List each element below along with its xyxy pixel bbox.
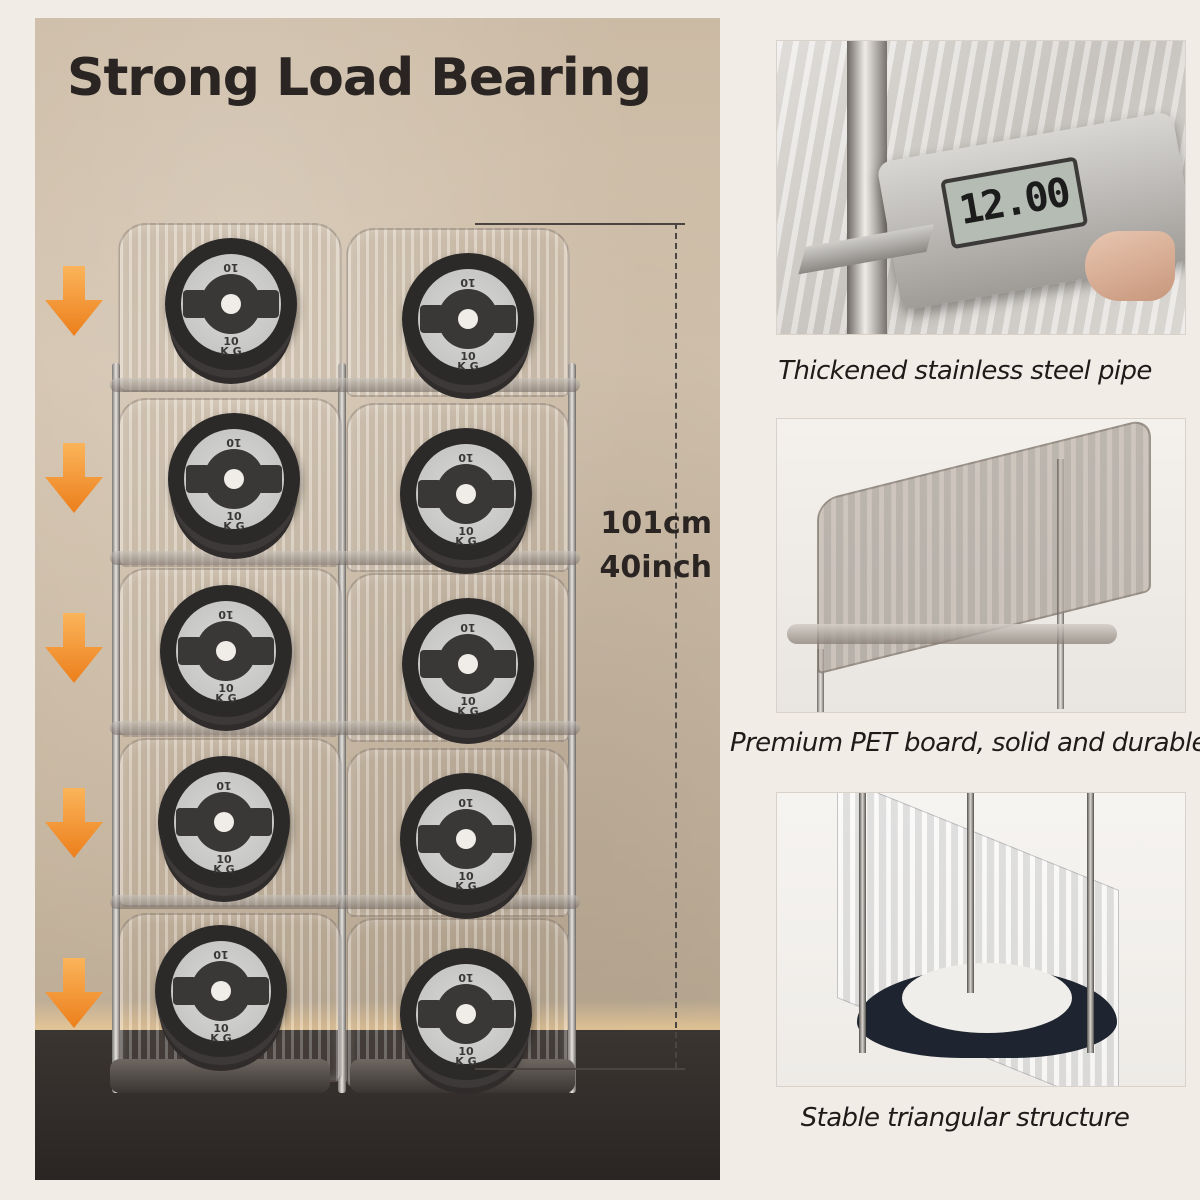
- plate-weight-label: 10: [458, 870, 474, 883]
- down-arrow-icon: [45, 613, 103, 683]
- floor: [35, 1030, 720, 1180]
- weight-plate: 10 10 K G: [165, 238, 297, 370]
- plate-unit-label: K G: [220, 345, 242, 358]
- wall-background: [35, 18, 720, 1180]
- plate-unit-label: K G: [223, 520, 245, 533]
- down-arrow-icon: [45, 443, 103, 513]
- plate-weight-label: 10: [213, 948, 229, 961]
- detail-photo-steel-pipe: 12.00: [776, 40, 1186, 335]
- height-dimension-line: [675, 223, 677, 1068]
- plate-weight-label: 10: [223, 335, 239, 348]
- shelf-lip: [110, 378, 580, 392]
- shelf-lip: [110, 551, 580, 565]
- headline: Strong Load Bearing: [67, 48, 652, 108]
- hand: [1085, 231, 1175, 301]
- detail-photo-triangular-structure: [776, 792, 1186, 1087]
- plate-weight-label: 10: [223, 261, 239, 274]
- caption-triangular-structure: Stable triangular structure: [800, 1103, 1130, 1133]
- plate-weight-label: 10: [218, 682, 234, 695]
- plate-weight-label: 10: [458, 1045, 474, 1058]
- plate-weight-label: 10: [216, 853, 232, 866]
- plate-unit-label: K G: [213, 863, 235, 876]
- weight-plate: 10 10 K G: [400, 948, 532, 1080]
- main-product-photo: Strong Load Bearing: [35, 18, 720, 1180]
- weight-plate: 10 10 K G: [160, 585, 292, 717]
- plate-weight-label: 10: [218, 608, 234, 621]
- plate-weight-label: 10: [460, 350, 476, 363]
- weight-plate-rack: 10 10 K G 10 10 K G 10 10 K G 10 10 K G: [110, 213, 590, 1093]
- plate-unit-label: K G: [210, 1032, 232, 1045]
- plate-unit-label: K G: [455, 535, 477, 548]
- plate-unit-label: K G: [457, 705, 479, 718]
- plate-weight-label: 10: [226, 436, 242, 449]
- plate-unit-label: K G: [215, 692, 237, 705]
- plate-weight-label: 10: [460, 621, 476, 634]
- plate-weight-label: 10: [460, 276, 476, 289]
- height-metric-label: 101cm: [600, 506, 712, 541]
- weight-plate: 10 10 K G: [400, 428, 532, 560]
- detail-photo-pet-board: [776, 418, 1186, 713]
- plate-unit-label: K G: [457, 360, 479, 373]
- down-arrow-icon: [45, 788, 103, 858]
- plate-unit-label: K G: [455, 880, 477, 893]
- weight-plate: 10 10 K G: [168, 413, 300, 545]
- dimension-bottom-tick: [475, 1068, 685, 1070]
- caption-steel-pipe: Thickened stainless steel pipe: [778, 356, 1152, 386]
- shelf-lip: [110, 721, 580, 735]
- height-imperial-label: 40inch: [599, 550, 712, 585]
- dimension-top-tick: [475, 223, 685, 225]
- plate-weight-label: 10: [460, 695, 476, 708]
- plate-weight-label: 10: [458, 971, 474, 984]
- weight-plate: 10 10 K G: [155, 925, 287, 1057]
- weight-plate: 10 10 K G: [402, 598, 534, 730]
- weight-plate: 10 10 K G: [400, 773, 532, 905]
- pet-board-lip: [787, 624, 1117, 644]
- plate-weight-label: 10: [458, 451, 474, 464]
- plate-weight-label: 10: [216, 779, 232, 792]
- plate-weight-label: 10: [226, 510, 242, 523]
- caliper-reading: 12.00: [940, 156, 1089, 250]
- caption-pet-board: Premium PET board, solid and durable: [730, 728, 1200, 758]
- down-arrow-icon: [45, 266, 103, 336]
- weight-plate: 10 10 K G: [402, 253, 534, 385]
- plate-weight-label: 10: [213, 1022, 229, 1035]
- plate-weight-label: 10: [458, 796, 474, 809]
- down-arrow-icon: [45, 958, 103, 1028]
- plate-weight-label: 10: [458, 525, 474, 538]
- weight-plate: 10 10 K G: [158, 756, 290, 888]
- shelf-lip: [110, 895, 580, 909]
- rack-base: [110, 1059, 330, 1093]
- plate-unit-label: K G: [455, 1055, 477, 1068]
